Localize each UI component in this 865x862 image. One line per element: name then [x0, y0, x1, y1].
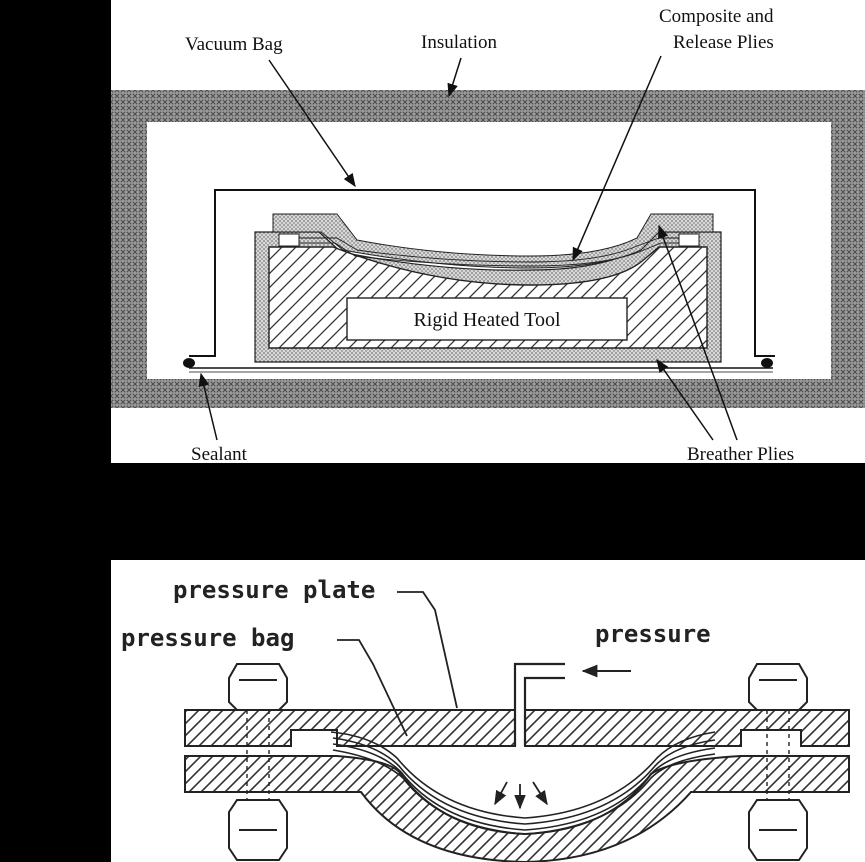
laminate-layers	[330, 731, 716, 835]
insulation-frame	[111, 90, 865, 408]
pressure-plate-label: pressure plate	[173, 576, 375, 604]
bolt-left	[228, 663, 288, 861]
composite-label-line2: Release Plies	[673, 32, 774, 53]
sealant-arrow	[198, 372, 218, 441]
vacuum-bag-arrow	[268, 59, 356, 188]
vacuum-bag-diagram-panel: Rigid Heated Tool Vacuum Bag Insulation …	[111, 0, 865, 463]
pressure-plate-right	[524, 709, 850, 747]
sealant-right	[761, 358, 773, 368]
breather-label: Breather Plies	[687, 444, 794, 463]
vacuum-bag-label: Vacuum Bag	[185, 34, 283, 55]
pressure-flow-arrow-3	[532, 781, 548, 806]
sealant-label: Sealant	[191, 444, 248, 463]
breather-arrow-lower	[656, 358, 714, 441]
breather-arrow-upper	[658, 224, 738, 441]
bolt-right	[748, 663, 808, 861]
pressure-inlet-pipe	[513, 662, 565, 746]
tool-label: Rigid Heated Tool	[413, 309, 561, 331]
vacuum-bag-diagram: Rigid Heated Tool Vacuum Bag Insulation …	[111, 6, 865, 463]
vacuum-bag-outline	[189, 189, 775, 357]
insulation-arrow	[447, 57, 462, 98]
pressure-bag-diagram-panel: pressure plate pressure bag pressure	[111, 560, 865, 862]
pressure-plate-leader	[397, 591, 458, 709]
insulation-label: Insulation	[421, 32, 497, 53]
pressure-bag-leader	[337, 639, 408, 737]
tool-label-box	[346, 297, 628, 341]
composite-ply-lines	[299, 237, 679, 267]
composite-label-line1: Composite and	[659, 6, 774, 27]
ply-gap-left	[278, 233, 300, 247]
pressure-bag-label: pressure bag	[121, 624, 294, 652]
pressure-inlet-pipe-2	[523, 676, 565, 746]
pressure-bag-diagram: pressure plate pressure bag pressure	[121, 576, 850, 862]
ply-gap-right	[678, 233, 700, 247]
pressure-label: pressure	[595, 620, 711, 648]
sealant-left	[183, 358, 195, 368]
composite-arrow	[572, 55, 662, 262]
pressure-flow-arrow-1	[494, 781, 508, 806]
